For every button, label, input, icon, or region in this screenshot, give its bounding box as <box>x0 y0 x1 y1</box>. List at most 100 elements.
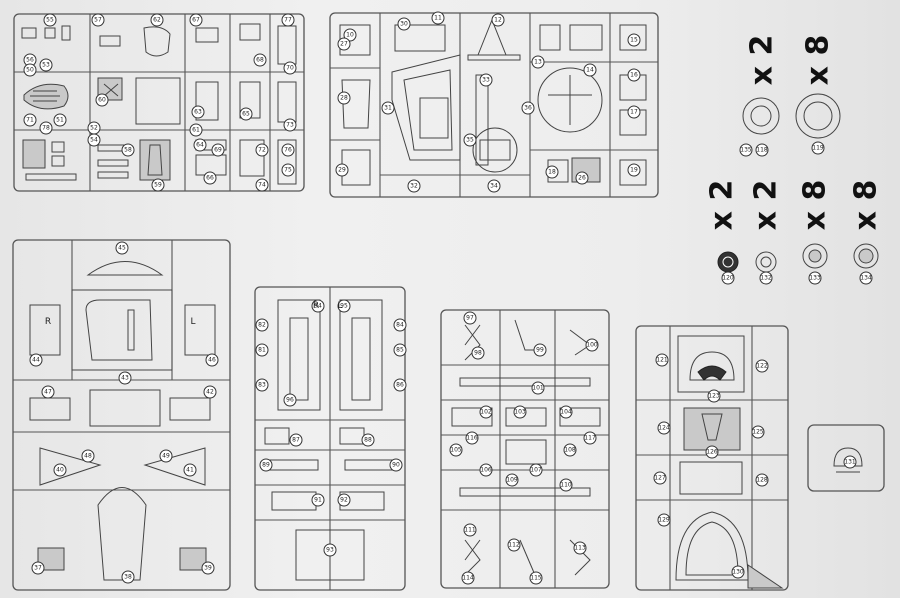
part-number-label: 83 <box>255 378 269 392</box>
svg-text:124: 124 <box>658 425 670 432</box>
part-number-label: 67 <box>189 13 203 27</box>
svg-text:106: 106 <box>480 467 492 474</box>
svg-text:62: 62 <box>153 17 161 24</box>
part-number-label: 105 <box>449 443 463 457</box>
quantity-multiplier: x 8 <box>798 180 833 231</box>
quantity-multiplier: x 2 <box>745 35 780 86</box>
svg-text:111: 111 <box>464 527 476 534</box>
part-number-label: 115 <box>529 571 543 585</box>
part-number-label: 81 <box>255 343 269 357</box>
wheel-number-label: 133 <box>808 271 822 285</box>
svg-text:127: 127 <box>654 475 666 482</box>
part-number-label: 13 <box>531 55 545 69</box>
svg-text:89: 89 <box>262 462 270 469</box>
part-number-label: 82 <box>255 318 269 332</box>
part-number-label: 116 <box>465 431 479 445</box>
svg-text:71: 71 <box>26 117 34 124</box>
part-number-label: 127 <box>653 471 667 485</box>
svg-text:103: 103 <box>514 409 526 416</box>
part-number-label: 76 <box>281 143 295 157</box>
part-number-label: 117 <box>583 431 597 445</box>
svg-text:134: 134 <box>860 275 872 282</box>
part-number-label: 26 <box>575 171 589 185</box>
svg-text:50: 50 <box>26 67 34 74</box>
part-number-label: 95 <box>337 299 351 313</box>
svg-text:84: 84 <box>396 322 404 329</box>
sprue-top-middle <box>329 12 659 198</box>
svg-text:101: 101 <box>532 385 544 392</box>
svg-text:131: 131 <box>844 459 856 466</box>
part-number-label: 43 <box>118 371 132 385</box>
svg-text:38: 38 <box>124 574 132 581</box>
svg-text:90: 90 <box>392 462 400 469</box>
svg-text:42: 42 <box>206 389 214 396</box>
part-number-label: 18 <box>545 165 559 179</box>
svg-text:135: 135 <box>740 147 752 154</box>
part-number-label: 63 <box>191 105 205 119</box>
svg-text:16: 16 <box>630 72 638 79</box>
svg-text:40: 40 <box>56 467 64 474</box>
part-number-label: 111 <box>463 523 477 537</box>
side-letter: R <box>313 301 319 311</box>
part-number-label: 70 <box>283 61 297 75</box>
part-number-label: 19 <box>627 163 641 177</box>
part-number-label: 41 <box>183 463 197 477</box>
part-number-label: 129 <box>657 513 671 527</box>
svg-text:36: 36 <box>524 105 532 112</box>
part-number-label: 17 <box>627 105 641 119</box>
svg-text:10: 10 <box>346 32 354 39</box>
svg-text:115: 115 <box>530 575 542 582</box>
svg-text:41: 41 <box>186 467 194 474</box>
svg-text:132: 132 <box>760 275 772 282</box>
svg-text:93: 93 <box>326 547 334 554</box>
part-number-label: 35 <box>463 133 477 147</box>
svg-text:109: 109 <box>506 477 518 484</box>
wheel-number-label: 132 <box>759 271 773 285</box>
svg-text:49: 49 <box>162 453 170 460</box>
part-number-label: 16 <box>627 68 641 82</box>
quantity-multiplier: x 2 <box>705 180 740 231</box>
quantity-multiplier: x 2 <box>749 180 784 231</box>
svg-text:43: 43 <box>121 375 129 382</box>
svg-text:126: 126 <box>706 449 718 456</box>
svg-text:113: 113 <box>574 545 586 552</box>
part-number-label: 101 <box>531 381 545 395</box>
svg-text:133: 133 <box>809 275 821 282</box>
part-number-label: 51 <box>53 113 67 127</box>
part-number-label: 91 <box>311 493 325 507</box>
svg-text:128: 128 <box>756 477 768 484</box>
part-number-label: 46 <box>205 353 219 367</box>
svg-text:98: 98 <box>474 350 482 357</box>
svg-text:68: 68 <box>256 57 264 64</box>
part-number-label: 84 <box>393 318 407 332</box>
part-number-label: 37 <box>31 561 45 575</box>
svg-text:30: 30 <box>400 21 408 28</box>
side-letter: L <box>190 317 195 327</box>
svg-text:44: 44 <box>32 357 40 364</box>
part-number-label: 65 <box>239 107 253 121</box>
svg-text:120: 120 <box>722 275 734 282</box>
part-number-label: 66 <box>203 171 217 185</box>
part-number-label: 124 <box>657 421 671 435</box>
svg-text:11: 11 <box>434 15 442 22</box>
svg-text:105: 105 <box>450 447 462 454</box>
part-number-label: 62 <box>150 13 164 27</box>
part-number-label: 103 <box>513 405 527 419</box>
part-number-label: 28 <box>337 91 351 105</box>
svg-text:85: 85 <box>396 347 404 354</box>
svg-text:104: 104 <box>560 409 572 416</box>
svg-text:53: 53 <box>42 62 50 69</box>
svg-text:35: 35 <box>466 137 474 144</box>
svg-text:81: 81 <box>258 347 266 354</box>
part-number-label: 27 <box>337 37 351 51</box>
part-number-label: 59 <box>151 178 165 192</box>
part-number-label: 31 <box>381 101 395 115</box>
svg-text:74: 74 <box>258 182 266 189</box>
clear-single-part <box>807 424 885 492</box>
svg-text:51: 51 <box>56 117 64 124</box>
part-number-label: 112 <box>507 538 521 552</box>
